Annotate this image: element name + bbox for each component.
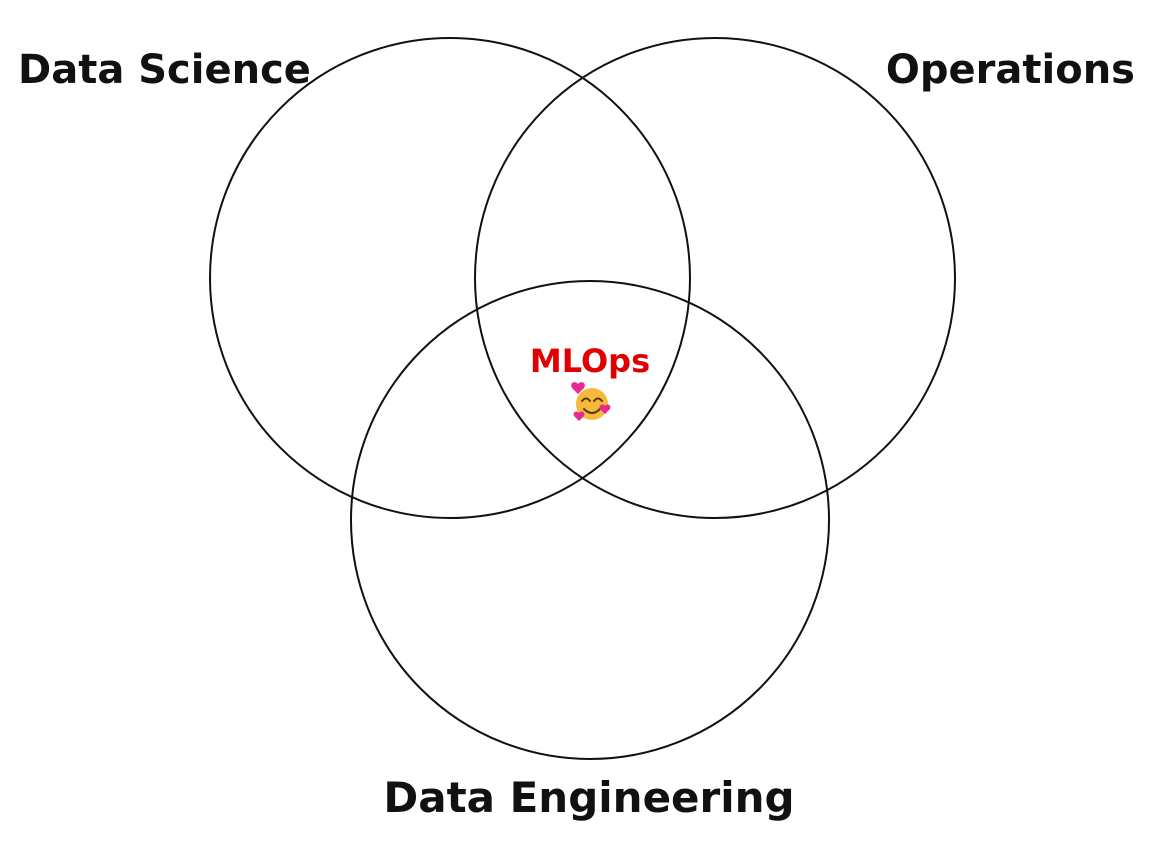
- operations-label: Operations: [886, 47, 1135, 93]
- operations-circle: [474, 37, 956, 519]
- data-engineering-circle: [350, 280, 830, 760]
- mlops-label: MLOps: [530, 342, 650, 380]
- data-science-label: Data Science: [18, 47, 311, 93]
- data-science-circle: [209, 37, 691, 519]
- data-engineering-label: Data Engineering: [383, 773, 794, 822]
- smiling-face-with-hearts-icon: [571, 382, 611, 421]
